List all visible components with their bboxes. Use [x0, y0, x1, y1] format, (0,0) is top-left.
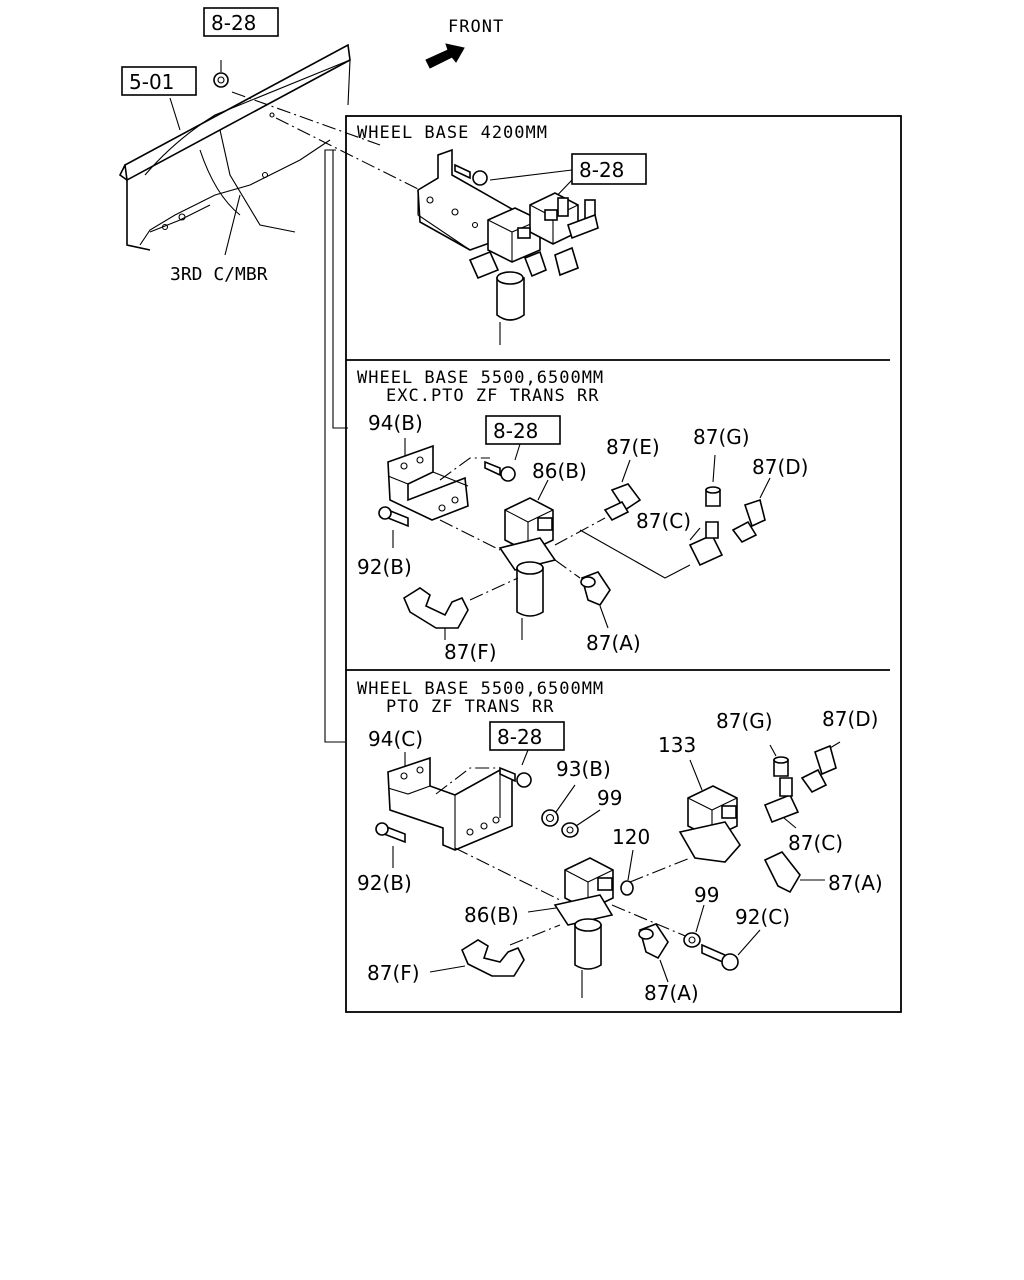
ref-8-28-wb4200[interactable]: 8-28 [571, 153, 647, 185]
sections-panel [345, 115, 902, 1013]
ref-5-01[interactable]: 5-01 [121, 66, 197, 96]
label-94b: 94(B) [368, 411, 423, 435]
section-wb4200: WHEEL BASE 4200MM 8-28 [357, 123, 647, 345]
frame-view [118, 43, 351, 256]
label-99-lower: 99 [694, 883, 719, 907]
label-92c: 92(C) [735, 905, 790, 929]
label-87a-lower: 87(A) [644, 981, 699, 1005]
label-93b: 93(B) [556, 757, 611, 781]
ref-8-28-pto-text: 8-28 [497, 725, 542, 749]
label-87f-pto: 87(F) [367, 961, 420, 985]
front-indicator: FRONT [425, 17, 504, 69]
section-wb4200-title: WHEEL BASE 4200MM [357, 123, 548, 143]
section-pto-title-1: WHEEL BASE 5500,6500MM [357, 679, 604, 699]
label-87a-exc: 87(A) [586, 631, 641, 655]
ref-8-28-exc-text: 8-28 [493, 419, 538, 443]
ref-5-01-text: 5-01 [129, 70, 174, 94]
label-133: 133 [658, 733, 696, 757]
section-pto-title-2: PTO ZF TRANS RR [386, 697, 555, 717]
label-87g-pto: 87(G) [716, 709, 773, 733]
label-99-upper: 99 [597, 786, 622, 810]
label-87g-exc: 87(G) [693, 425, 750, 449]
ref-8-28-wb5500-exc[interactable]: 8-28 [485, 415, 561, 445]
label-94c: 94(C) [368, 727, 423, 751]
label-87e: 87(E) [606, 435, 660, 459]
cross-member-label: 3RD C/MBR [170, 264, 268, 285]
label-120: 120 [612, 825, 650, 849]
label-86b-exc: 86(B) [532, 459, 587, 483]
ref-8-28-wb5500-pto[interactable]: 8-28 [489, 721, 565, 751]
label-87c-exc: 87(C) [636, 509, 691, 533]
label-87d-pto: 87(D) [822, 707, 878, 731]
ref-8-28-top-text: 8-28 [211, 11, 256, 35]
ref-8-28-top[interactable]: 8-28 [203, 7, 279, 37]
section-wb5500-pto: WHEEL BASE 5500,6500MM PTO ZF TRANS RR 8… [357, 679, 883, 1005]
section-exc-title-1: WHEEL BASE 5500,6500MM [357, 368, 604, 388]
section-exc-title-2: EXC.PTO ZF TRANS RR [386, 386, 599, 406]
label-87f-exc: 87(F) [444, 640, 497, 664]
ref-8-28-wb4200-text: 8-28 [579, 158, 624, 182]
label-86b-pto: 86(B) [464, 903, 519, 927]
label-92b-exc: 92(B) [357, 555, 412, 579]
label-92b-pto: 92(B) [357, 871, 412, 895]
section-wb5500-exc-pto: WHEEL BASE 5500,6500MM EXC.PTO ZF TRANS … [357, 368, 808, 664]
front-arrow-icon [425, 43, 465, 69]
label-87d-exc: 87(D) [752, 455, 808, 479]
front-label: FRONT [448, 17, 504, 37]
label-87c-pto: 87(C) [788, 831, 843, 855]
label-87a-right: 87(A) [828, 871, 883, 895]
